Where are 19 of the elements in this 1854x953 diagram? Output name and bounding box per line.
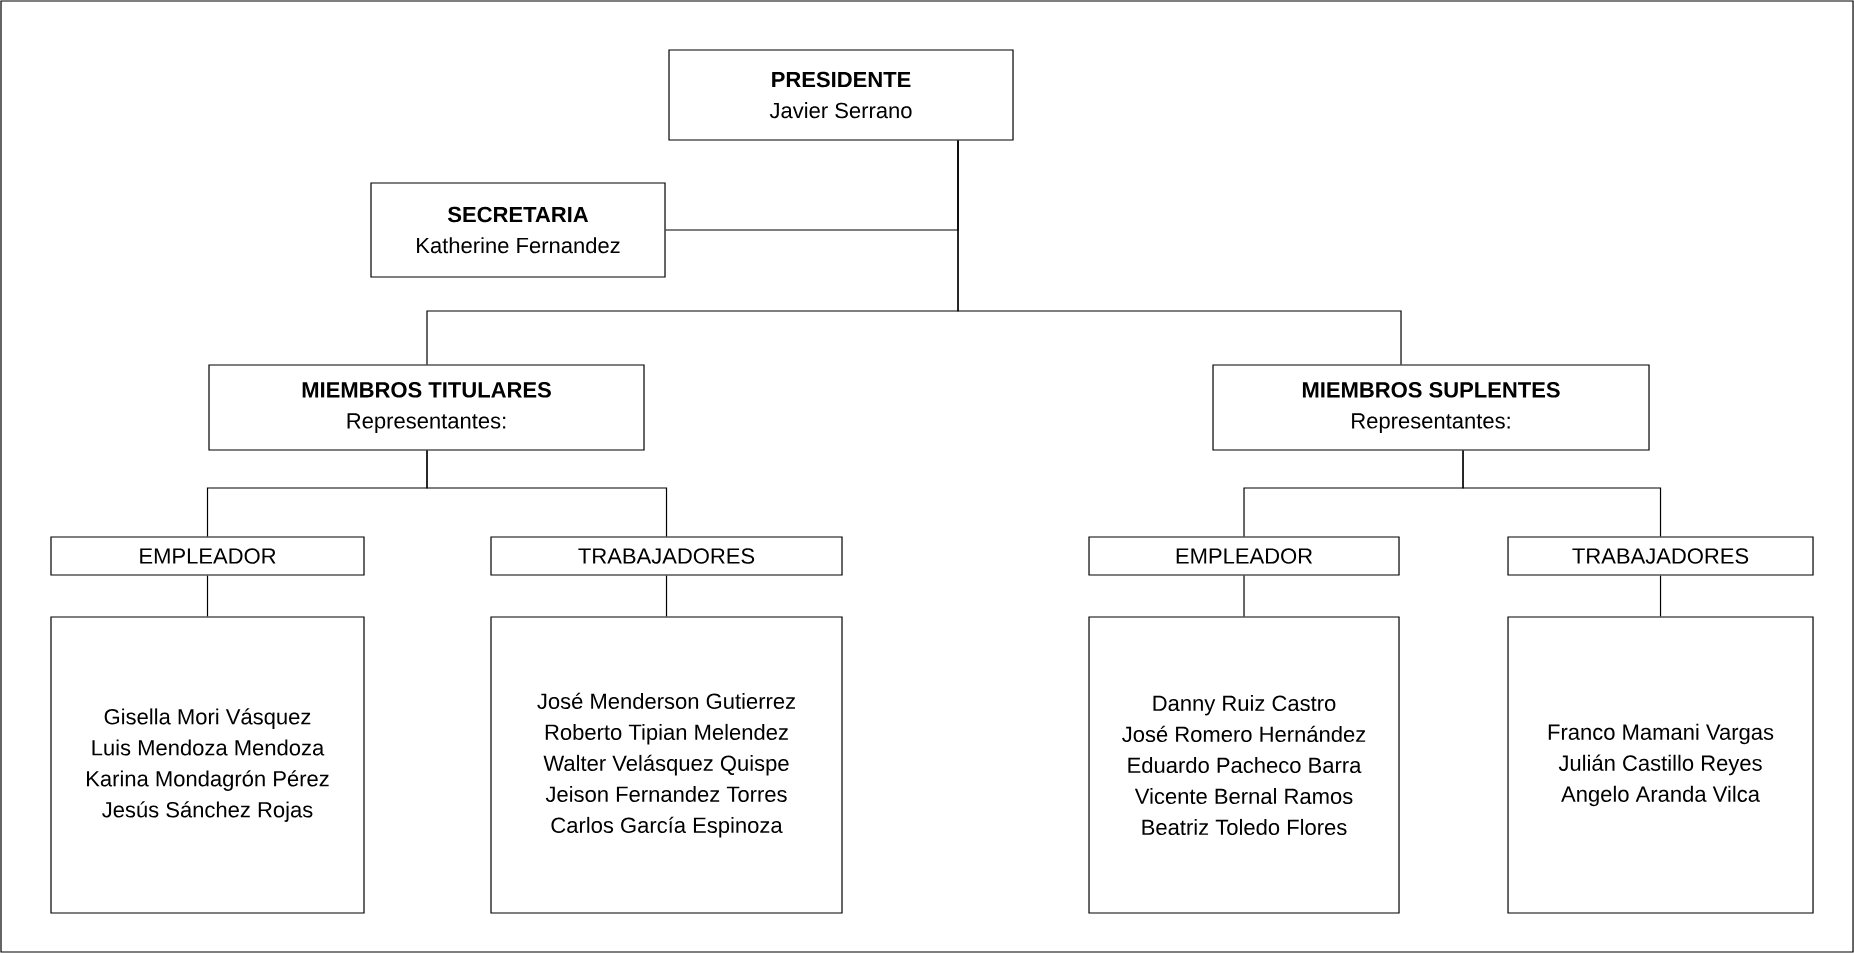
connector-line bbox=[1462, 450, 1662, 537]
connector-line bbox=[426, 450, 668, 537]
connector-line bbox=[1659, 575, 1662, 617]
name-list-box: Danny Ruiz Castro José Romero Hernández Eduardo Pacheco Barra Vicente Bernal Ramos Beatriz Toledo Flores bbox=[1088, 616, 1400, 914]
name-list-box: José Menderson Gutierrez Roberto Tipian Melendez Walter Velásquez Quispe Jeison Fernandez Torres Carlos García Espinoza bbox=[490, 616, 843, 914]
title-box: SECRETARIA Katherine Fernandez bbox=[370, 182, 666, 278]
name-list-box: Franco Mamani Vargas Julián Castillo Reyes Angelo Aranda Vilca bbox=[1507, 616, 1814, 914]
connector-line bbox=[957, 140, 1402, 365]
title-box: MIEMBROS TITULARES Representantes: bbox=[208, 364, 645, 451]
connector-line bbox=[665, 575, 668, 617]
label-box: EMPLEADOR bbox=[1088, 536, 1400, 576]
label-box: TRABAJADORES bbox=[1507, 536, 1814, 576]
label-box: TRABAJADORES bbox=[490, 536, 843, 576]
label-box: EMPLEADOR bbox=[50, 536, 365, 576]
title-box: MIEMBROS SUPLENTES Representantes: bbox=[1212, 364, 1650, 451]
connector-line bbox=[206, 575, 209, 617]
title-box: PRESIDENTE Javier Serrano bbox=[668, 49, 1014, 141]
connector-line bbox=[1243, 575, 1245, 617]
name-list-box: Gisella Mori Vásquez Luis Mendoza Mendoza Karina Mondagrón Pérez Jesús Sánchez Rojas bbox=[50, 616, 365, 914]
